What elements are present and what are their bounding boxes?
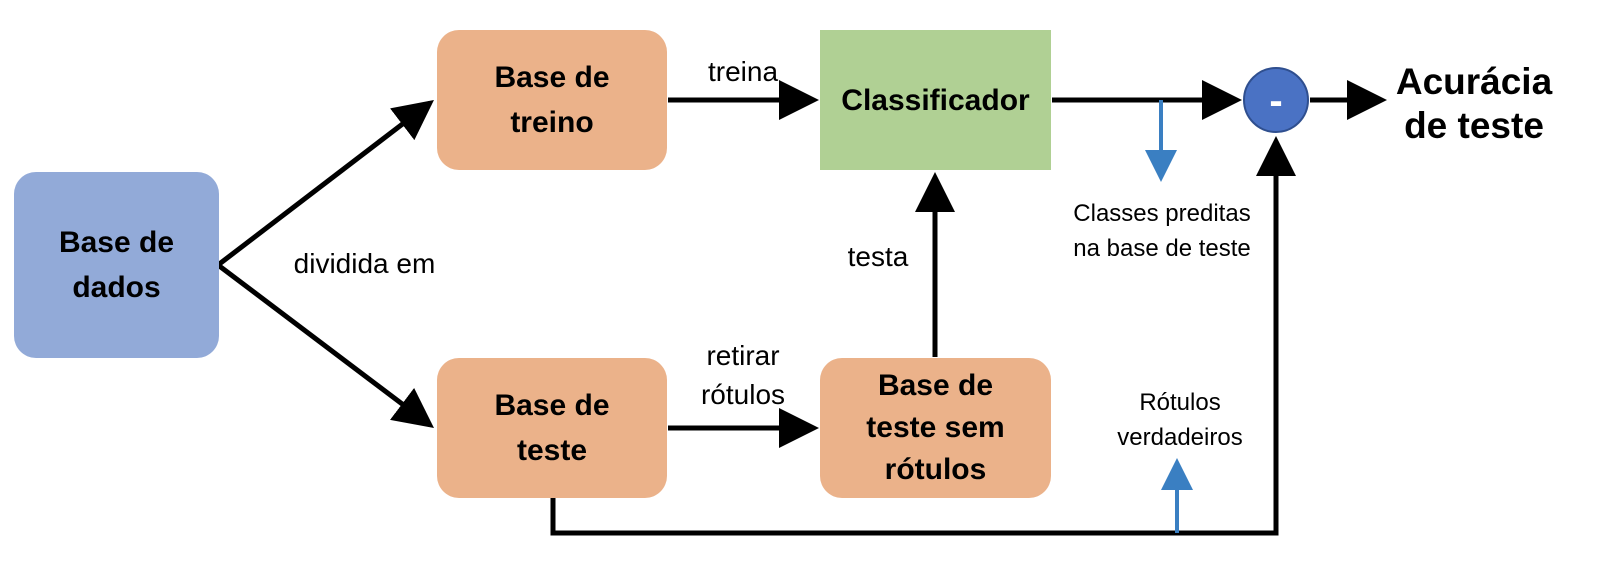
test-no-labels-node: Base de teste sem rótulos [820,358,1051,498]
subtract-node [1243,67,1309,133]
test-base-node: Base de teste [437,358,667,498]
classifier-label: Classificador [841,83,1030,117]
true-labels-path [550,136,1296,536]
true-labels-note: Rótulos verdadeiros [1117,389,1243,451]
subtract-symbol: - [1269,79,1282,123]
output-label: Acurácia de teste [1395,61,1553,147]
remove-labels-edge-label: retirar rótulos [700,340,786,411]
test-no-labels-label: Base de teste sem rótulos [866,369,1005,486]
split-arrow-train [216,99,434,267]
predicted-classes-note: Classes preditas na base de teste [1073,200,1251,262]
train-base-label: Base de treino [494,61,610,139]
test-edge-label: testa [847,241,909,272]
split-label: dividida em [293,248,436,279]
train-base-node: Base de treino [437,30,667,170]
split-arrow-test [216,263,434,429]
database-label: Base de dados [58,226,175,304]
classifier-node: Classificador [820,30,1051,170]
database-node: Base de dados [14,172,219,358]
train-edge-label: treina [707,56,779,87]
test-base-label: Base de teste [494,389,610,467]
